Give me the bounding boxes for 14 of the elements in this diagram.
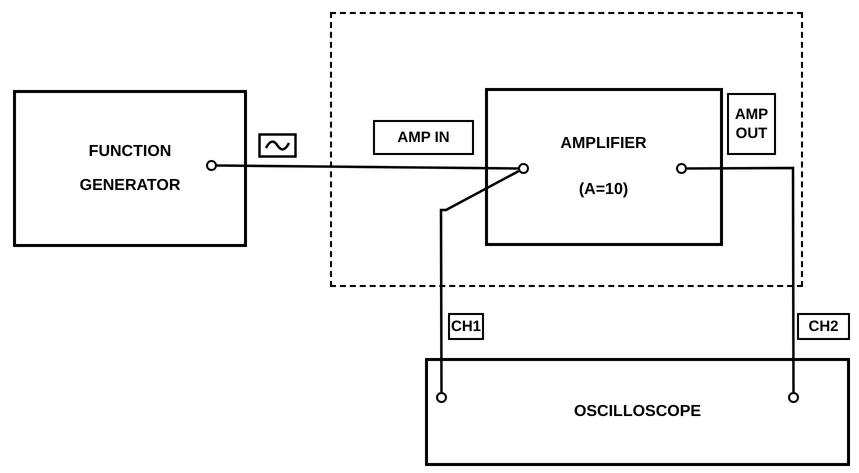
port-label: AMP OUT — [727, 93, 776, 155]
block-label: FUNCTION GENERATOR — [78, 142, 182, 196]
block-label: (A=10) — [578, 180, 628, 200]
block-box — [425, 358, 850, 466]
port-label: CH1 — [448, 313, 484, 340]
wire — [687, 166, 795, 392]
port-label: CH2 — [797, 313, 850, 340]
block-box — [484, 88, 722, 246]
port-label: AMP IN — [373, 120, 474, 155]
wire — [216, 164, 518, 170]
block-box — [13, 90, 247, 247]
wire — [440, 170, 520, 392]
block-label: AMPLIFIER — [560, 134, 647, 154]
block-label: OSCILLOSCOPE — [574, 402, 702, 422]
